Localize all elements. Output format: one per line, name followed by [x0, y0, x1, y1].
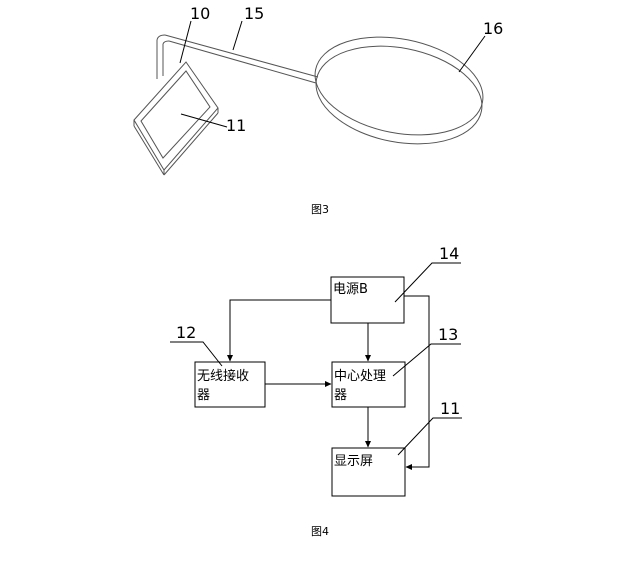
figure-4-caption: 图4 — [311, 525, 329, 538]
leader-16 — [458, 35, 486, 73]
central-processor-label-line2: 器 — [334, 388, 347, 403]
figure-4: 电源B 无线接收 器 中心处理 器 显示屏 14 12 13 — [170, 244, 462, 538]
power-supply-b-label: 电源B — [333, 282, 368, 297]
leader-10 — [179, 20, 192, 64]
wireless-receiver-label-line1: 无线接收 — [197, 368, 249, 384]
ref-label-10: 10 — [190, 4, 210, 23]
ref-label-12: 12 — [176, 323, 196, 342]
leader-14 — [394, 262, 461, 303]
central-processor-label-line1: 中心处理 — [334, 369, 386, 384]
leader-15 — [232, 20, 243, 51]
fig3-leader-lines — [179, 20, 486, 128]
leader-13 — [392, 343, 461, 377]
figure-3: 10 15 16 11 图3 — [133, 4, 503, 216]
wireless-receiver-block — [194, 361, 266, 408]
arrow-power-to-receiver — [227, 299, 331, 362]
central-processor-block — [331, 361, 406, 408]
device-panel-11 — [133, 61, 219, 176]
display-screen-label: 显示屏 — [334, 454, 373, 469]
wireless-receiver-label-line2: 器 — [197, 388, 210, 403]
ref-label-16: 16 — [483, 19, 503, 38]
ref-label-11: 11 — [226, 116, 246, 135]
ref-label-11-fig4: 11 — [440, 399, 460, 418]
ref-label-13: 13 — [438, 325, 458, 344]
power-supply-b-block — [330, 276, 405, 324]
leader-12 — [170, 341, 223, 367]
figure-3-caption: 图3 — [311, 203, 329, 216]
ref-label-15: 15 — [244, 4, 264, 23]
display-screen-block — [331, 447, 406, 497]
leader-11-fig4 — [397, 417, 462, 456]
ref-label-14: 14 — [439, 244, 459, 263]
leader-11 — [180, 113, 228, 128]
rod-15 — [156, 34, 319, 84]
ring-loop-16 — [314, 36, 484, 145]
arrow-power-to-display — [404, 295, 430, 470]
